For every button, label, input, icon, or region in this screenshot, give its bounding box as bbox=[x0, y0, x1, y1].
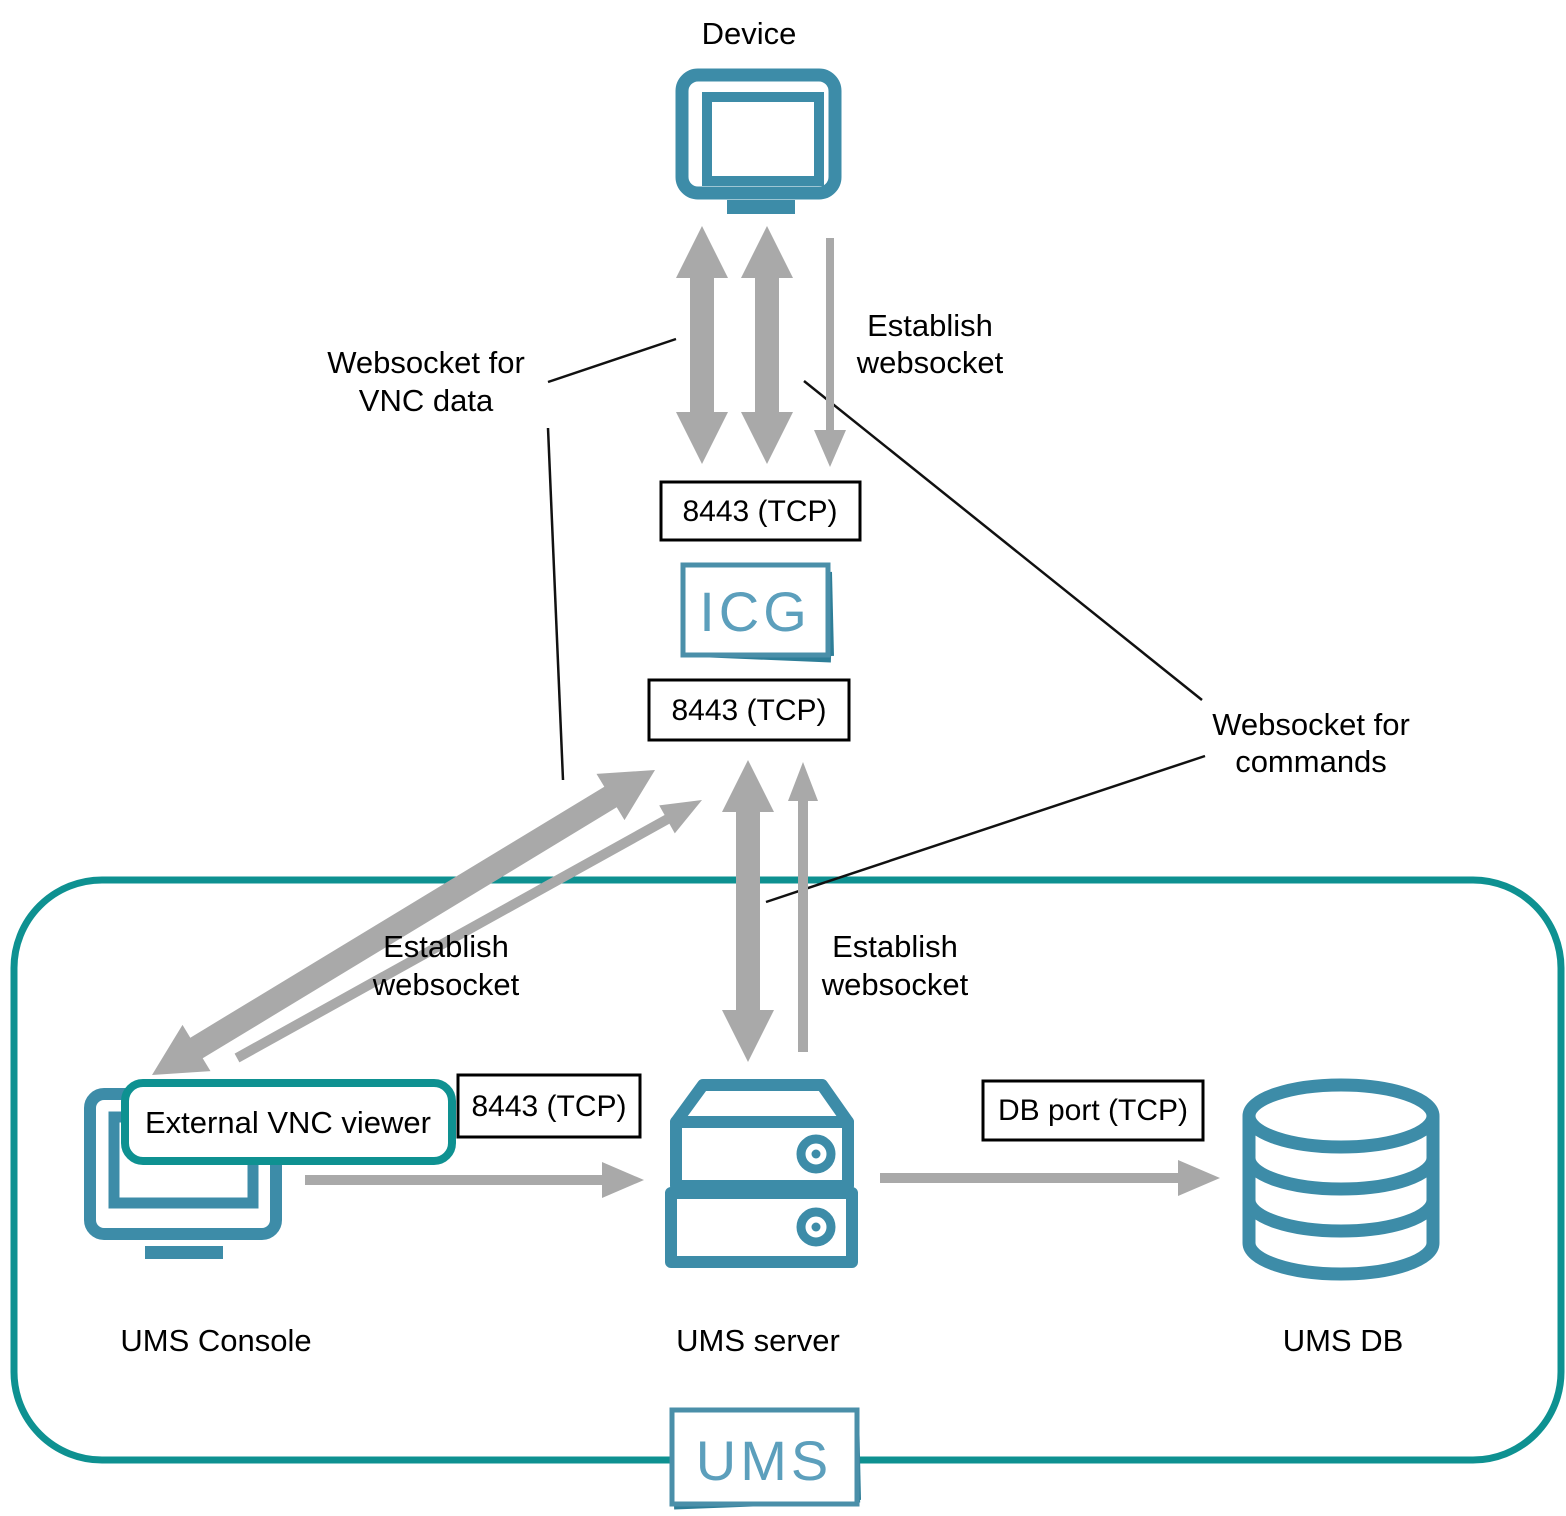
port-box-device-icg-label: 8443 (TCP) bbox=[682, 495, 837, 528]
callout-line-commands-to-server-arrows bbox=[765, 754, 1206, 904]
annotation-websocket-vnc-data: Websocket for VNC data bbox=[327, 345, 525, 418]
device-node: Device bbox=[675, 16, 842, 214]
annotation-labels: Websocket for VNC data Establish websock… bbox=[327, 308, 1410, 1002]
annotation-websocket-commands-line2: commands bbox=[1235, 744, 1387, 779]
port-box-device-icg-frame bbox=[659, 480, 862, 542]
annotation-establish-top-line1: Establish bbox=[867, 308, 993, 343]
port-box-device-icg: 8443 (TCP) bbox=[659, 480, 862, 542]
ums-db-top bbox=[1242, 1078, 1440, 1154]
ums-logo-text: UMS bbox=[696, 1429, 832, 1492]
arrow-console-icg-establish-websocket bbox=[234, 800, 702, 1063]
ums-server-port-dot-1 bbox=[811, 1149, 821, 1159]
ums-server-label: UMS server bbox=[676, 1323, 840, 1358]
port-box-server-db-frame bbox=[981, 1079, 1205, 1142]
ums-db-band-1 bbox=[1242, 1157, 1440, 1196]
port-box-icg-ums-frame bbox=[647, 678, 851, 742]
flow-arrows bbox=[152, 226, 1220, 1198]
icg-node: ICG bbox=[680, 562, 834, 663]
device-monitor-frame bbox=[675, 68, 842, 200]
arrow-device-icg-vnc-data-2 bbox=[741, 226, 793, 464]
port-box-server-db: DB port (TCP) bbox=[981, 1079, 1205, 1142]
port-box-console-server: 8443 (TCP) bbox=[456, 1073, 642, 1139]
ums-db-icon bbox=[1242, 1078, 1440, 1281]
icg-logo-text: ICG bbox=[699, 580, 811, 643]
callout-line-vncdata-to-top-arrows bbox=[547, 337, 677, 384]
external-vnc-viewer-badge: External VNC viewer bbox=[121, 1079, 456, 1165]
annotation-establish-server-line1: Establish bbox=[832, 929, 958, 964]
ums-db-band-2 bbox=[1242, 1199, 1440, 1238]
device-monitor-screen bbox=[702, 92, 824, 186]
ums-logo-frame bbox=[669, 1407, 860, 1507]
arrow-device-icg-vnc-data-1 bbox=[676, 226, 728, 464]
arrow-server-icg-commands bbox=[722, 760, 774, 1062]
annotation-websocket-vnc-line1: Websocket for bbox=[327, 345, 525, 380]
ums-console-label: UMS Console bbox=[120, 1323, 311, 1358]
port-boxes: 8443 (TCP) 8443 (TCP) 8443 (TCP) DB port… bbox=[456, 480, 1205, 1142]
annotation-establish-console-line2: websocket bbox=[372, 967, 520, 1002]
ums-console-monitor-stand bbox=[145, 1246, 223, 1259]
ums-server-port-dot-2 bbox=[811, 1222, 821, 1232]
arrow-console-icg-vnc-data bbox=[152, 770, 655, 1075]
annotation-establish-console-line1: Establish bbox=[383, 929, 509, 964]
arrow-server-to-db bbox=[880, 1160, 1220, 1196]
ums-server-icon bbox=[665, 1079, 858, 1268]
callout-line-vncdata-to-diagonal-arrow bbox=[546, 427, 565, 781]
annotation-websocket-vnc-line2: VNC data bbox=[359, 383, 494, 418]
icg-logo-frame bbox=[680, 562, 831, 658]
ums-group-logo: UMS bbox=[669, 1407, 861, 1510]
ums-db-body bbox=[1242, 1116, 1440, 1281]
port-box-console-server-label: 8443 (TCP) bbox=[471, 1090, 626, 1123]
device-monitor-stand bbox=[727, 200, 795, 214]
device-monitor-icon bbox=[675, 68, 842, 214]
arrow-console-to-server bbox=[305, 1162, 644, 1198]
port-box-icg-ums-label: 8443 (TCP) bbox=[671, 694, 826, 727]
callout-lines bbox=[546, 337, 1206, 904]
annotation-establish-top-line2: websocket bbox=[856, 345, 1004, 380]
annotation-websocket-commands-line1: Websocket for bbox=[1212, 707, 1410, 742]
external-vnc-viewer-label: External VNC viewer bbox=[145, 1105, 431, 1140]
external-vnc-viewer-frame bbox=[121, 1079, 456, 1165]
port-box-console-server-frame bbox=[456, 1073, 642, 1139]
annotation-establish-websocket-console: Establish websocket bbox=[372, 929, 520, 1002]
port-box-icg-ums: 8443 (TCP) bbox=[647, 678, 851, 742]
arrow-server-icg-establish-websocket bbox=[788, 762, 818, 1052]
annotation-establish-websocket-top: Establish websocket bbox=[856, 308, 1004, 380]
annotation-establish-websocket-server: Establish websocket bbox=[821, 929, 969, 1002]
ums-server-node: UMS server bbox=[665, 1079, 858, 1358]
ums-db-label: UMS DB bbox=[1283, 1323, 1404, 1358]
port-box-server-db-label: DB port (TCP) bbox=[998, 1094, 1188, 1127]
annotation-websocket-commands: Websocket for commands bbox=[1212, 707, 1410, 779]
arrow-device-icg-establish-websocket bbox=[814, 238, 846, 467]
device-label: Device bbox=[702, 16, 797, 51]
callout-line-establish-to-commands bbox=[803, 380, 1203, 701]
ums-db-node: UMS DB bbox=[1242, 1078, 1440, 1358]
annotation-establish-server-line2: websocket bbox=[821, 967, 969, 1002]
